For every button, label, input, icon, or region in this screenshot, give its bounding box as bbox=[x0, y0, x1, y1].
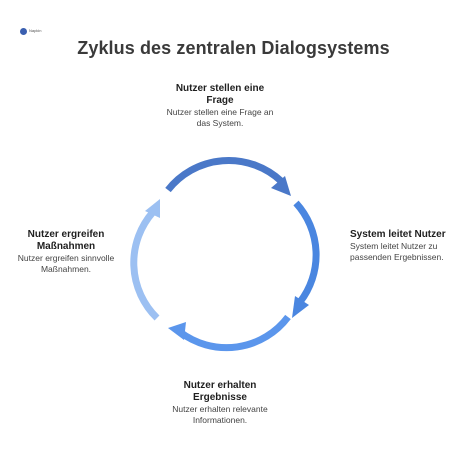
step-description: Nutzer ergreifen sinnvolle Maßnahmen. bbox=[17, 253, 115, 274]
arrowhead-icon bbox=[271, 176, 291, 196]
brand-logo: Napkin bbox=[20, 26, 58, 36]
cycle-arc-take-action bbox=[130, 199, 160, 321]
step-description: Nutzer erhalten relevante Informationen. bbox=[172, 404, 268, 425]
step-take-action: Nutzer ergreifen Maßnahmen Nutzer ergrei… bbox=[12, 229, 120, 274]
arrowhead-icon bbox=[292, 296, 309, 318]
logo-mark-icon bbox=[20, 27, 27, 35]
arrowhead-icon bbox=[145, 199, 160, 218]
diagram-title: Zyklus des zentralen Dialogsystems bbox=[77, 38, 390, 58]
step-heading: System leitet Nutzer bbox=[350, 229, 446, 240]
cycle-arc-ask-question bbox=[165, 156, 291, 196]
step-heading: Nutzer stellen eine Frage bbox=[175, 83, 265, 106]
step-description: Nutzer stellen eine Frage an das System. bbox=[166, 107, 274, 128]
step-system-guides: System leitet Nutzer System leitet Nutze… bbox=[350, 229, 458, 262]
cycle-arc-system-guides bbox=[292, 200, 320, 318]
step-description: System leitet Nutzer zu passenden Ergebn… bbox=[350, 241, 444, 262]
step-heading: Nutzer erhalten Ergebnisse bbox=[183, 380, 257, 403]
cycle-arc-receive-results bbox=[168, 314, 291, 352]
arrowhead-icon bbox=[168, 322, 186, 340]
logo-text: Napkin bbox=[29, 28, 42, 33]
step-heading: Nutzer ergreifen Maßnahmen bbox=[27, 229, 105, 252]
step-receive-results: Nutzer erhalten Ergebnisse Nutzer erhalt… bbox=[165, 380, 275, 425]
step-ask-question: Nutzer stellen eine Frage Nutzer stellen… bbox=[165, 83, 275, 128]
